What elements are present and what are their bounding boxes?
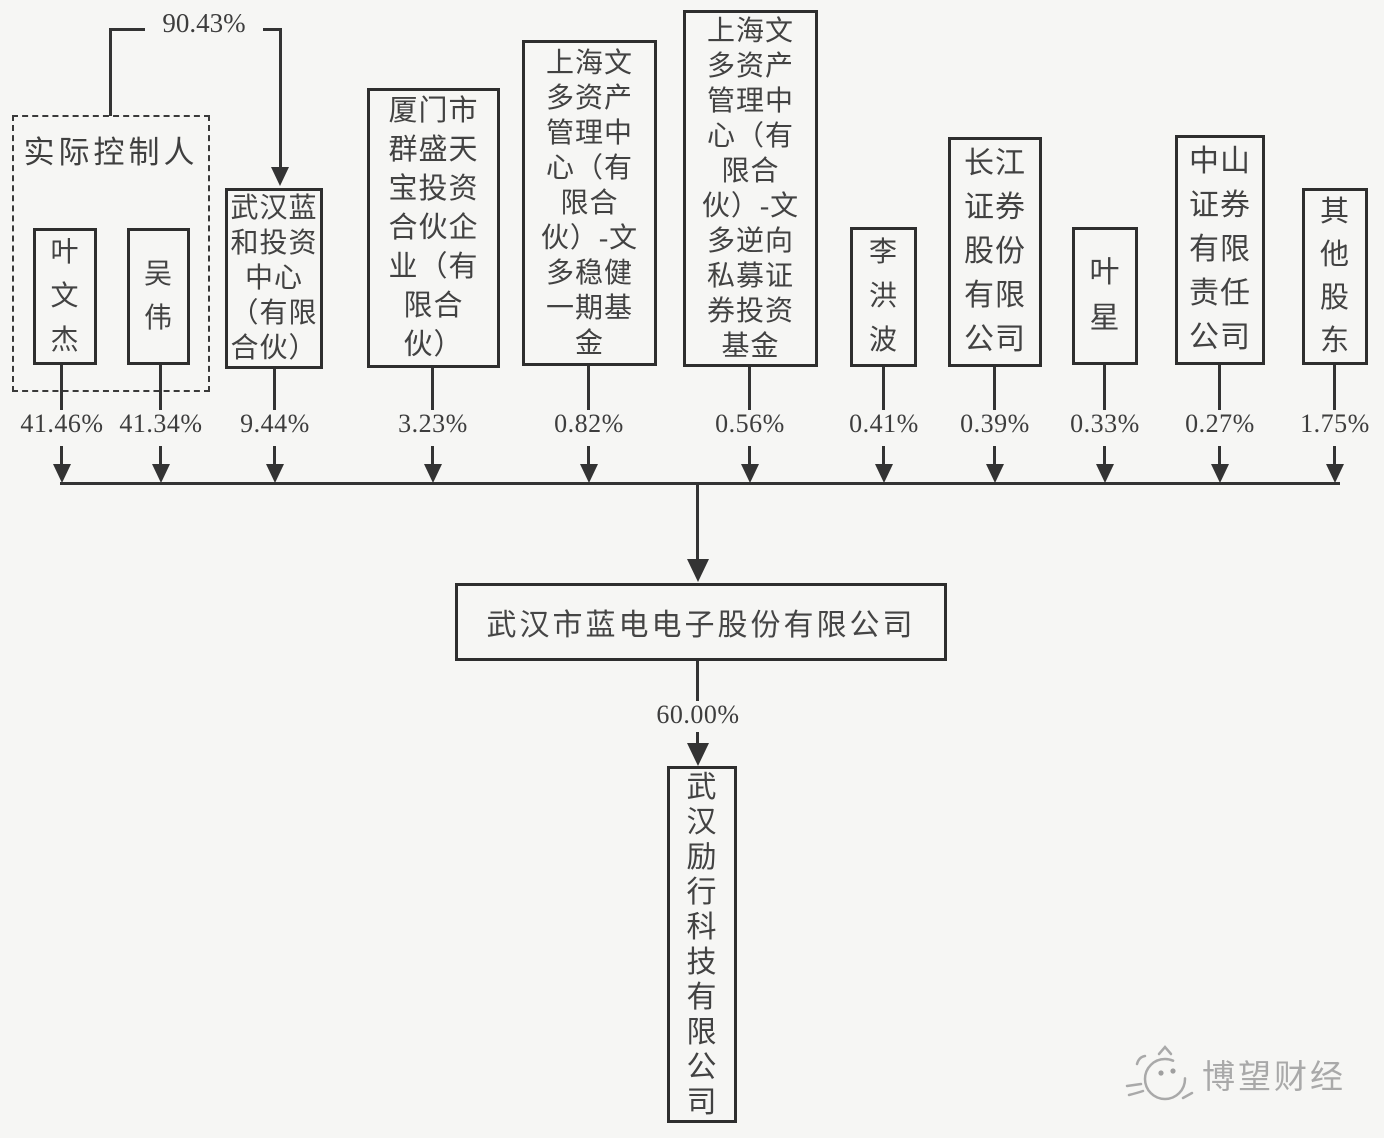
- shareholder-name: 吴 伟: [143, 258, 173, 334]
- connector-line: [431, 368, 434, 410]
- connector-line: [60, 446, 63, 468]
- shareholder-box: 其 他 股 东: [1302, 188, 1368, 365]
- arrow-head-icon: [687, 743, 709, 766]
- parent-company-name: 武汉市蓝电电子股份有限公司: [486, 609, 916, 642]
- controller-arrow-line: [279, 28, 282, 167]
- shareholder-name: 中山 证券 有限 责任 公司: [1189, 145, 1251, 354]
- connector-line: [748, 446, 751, 468]
- connector-line: [1218, 365, 1221, 410]
- connector-line: [159, 365, 162, 410]
- connector-line: [696, 732, 699, 745]
- shareholder-name: 叶 文 杰: [50, 236, 80, 356]
- ownership-pct: 41.34%: [119, 409, 203, 438]
- connector-line: [273, 369, 276, 410]
- shareholder-box: 李 洪 波: [850, 227, 917, 367]
- arrow-head-icon: [1326, 464, 1344, 483]
- ownership-pct: 0.33%: [1070, 409, 1140, 438]
- subsidiary-ownership-pct: 60.00%: [656, 700, 740, 729]
- shareholder-name: 其 他 股 东: [1319, 195, 1350, 357]
- shareholder-name: 厦门市 群盛天 宝投资 合伙企 业（有 限合 伙）: [388, 94, 479, 361]
- ownership-pct: 0.56%: [715, 409, 785, 438]
- connector-line: [1103, 365, 1106, 410]
- connector-line: [1103, 446, 1106, 468]
- connector-line: [1333, 446, 1336, 468]
- arrow-head-icon: [53, 464, 71, 483]
- actual-controller-label: 实际控制人: [23, 135, 199, 170]
- connector-line: [60, 365, 63, 410]
- controller-arrow-line: [109, 28, 112, 116]
- connector-line: [587, 446, 590, 468]
- cat-face-logo-icon: [1125, 1045, 1194, 1101]
- connector-line: [587, 366, 590, 410]
- bus-line: [60, 482, 1340, 485]
- connector-line: [696, 661, 699, 701]
- shareholder-box: 叶 文 杰: [33, 228, 97, 365]
- watermark-text: 博望财经: [1202, 1060, 1346, 1096]
- connector-line: [882, 446, 885, 468]
- ownership-pct: 3.23%: [398, 409, 468, 438]
- shareholder-box: 武汉蓝 和投资 中心 （有限 合伙）: [225, 188, 323, 369]
- connector-line: [431, 446, 434, 468]
- subsidiary-box: 武 汉 励 行 科 技 有 限 公 司: [667, 766, 737, 1123]
- shareholder-box: 吴 伟: [127, 228, 190, 365]
- arrow-head-icon: [424, 464, 442, 483]
- arrow-head-icon: [741, 464, 759, 483]
- connector-line: [696, 484, 699, 561]
- arrow-head-icon: [271, 167, 289, 186]
- shareholder-name: 上海文 多资产 管理中 心（有 限合 伙）-文 多稳健 一期基 金: [540, 47, 639, 359]
- ownership-pct: 0.41%: [849, 409, 919, 438]
- arrow-head-icon: [687, 559, 709, 582]
- ownership-pct: 9.44%: [240, 409, 310, 438]
- parent-company-box: 武汉市蓝电电子股份有限公司: [455, 583, 947, 661]
- shareholder-box: 上海文 多资产 管理中 心（有 限合 伙）-文 多稳健 一期基 金: [522, 40, 657, 366]
- shareholder-box: 长江 证券 股份 有限 公司: [948, 137, 1042, 367]
- connector-line: [1333, 365, 1336, 410]
- shareholder-name: 长江 证券 股份 有限 公司: [964, 147, 1026, 356]
- arrow-head-icon: [986, 464, 1004, 483]
- ownership-pct: 0.39%: [960, 409, 1030, 438]
- connector-line: [993, 367, 996, 410]
- shareholder-name: 叶 星: [1089, 256, 1121, 335]
- arrow-head-icon: [1096, 464, 1114, 483]
- shareholder-name: 上海文 多资产 管理中 心（有 限合 伙）-文 多逆向 私募证 券投资 基金: [701, 15, 800, 362]
- connector-line: [273, 446, 276, 468]
- ownership-pct: 41.46%: [20, 409, 104, 438]
- ownership-pct: 0.27%: [1185, 409, 1255, 438]
- shareholder-box: 上海文 多资产 管理中 心（有 限合 伙）-文 多逆向 私募证 券投资 基金: [683, 10, 818, 367]
- arrow-head-icon: [266, 464, 284, 483]
- shareholder-name: 李 洪 波: [868, 237, 898, 356]
- arrow-head-icon: [580, 464, 598, 483]
- connector-line: [993, 446, 996, 468]
- shareholder-name: 武汉蓝 和投资 中心 （有限 合伙）: [230, 193, 318, 364]
- shareholder-box: 叶 星: [1072, 227, 1138, 365]
- controller-ownership-pct: 90.43%: [145, 4, 263, 42]
- ownership-pct: 1.75%: [1300, 409, 1370, 438]
- arrow-head-icon: [152, 464, 170, 483]
- connector-line: [748, 367, 751, 410]
- connector-line: [159, 446, 162, 468]
- subsidiary-name: 武 汉 励 行 科 技 有 限 公 司: [686, 770, 718, 1119]
- shareholder-box: 厦门市 群盛天 宝投资 合伙企 业（有 限合 伙）: [367, 88, 500, 368]
- actual-controller-group-box: 实际控制人: [12, 115, 210, 392]
- shareholder-box: 中山 证券 有限 责任 公司: [1175, 135, 1265, 365]
- arrow-head-icon: [1211, 464, 1229, 483]
- arrow-head-icon: [875, 464, 893, 483]
- ownership-pct: 0.82%: [554, 409, 624, 438]
- connector-line: [882, 367, 885, 410]
- connector-line: [1218, 446, 1221, 468]
